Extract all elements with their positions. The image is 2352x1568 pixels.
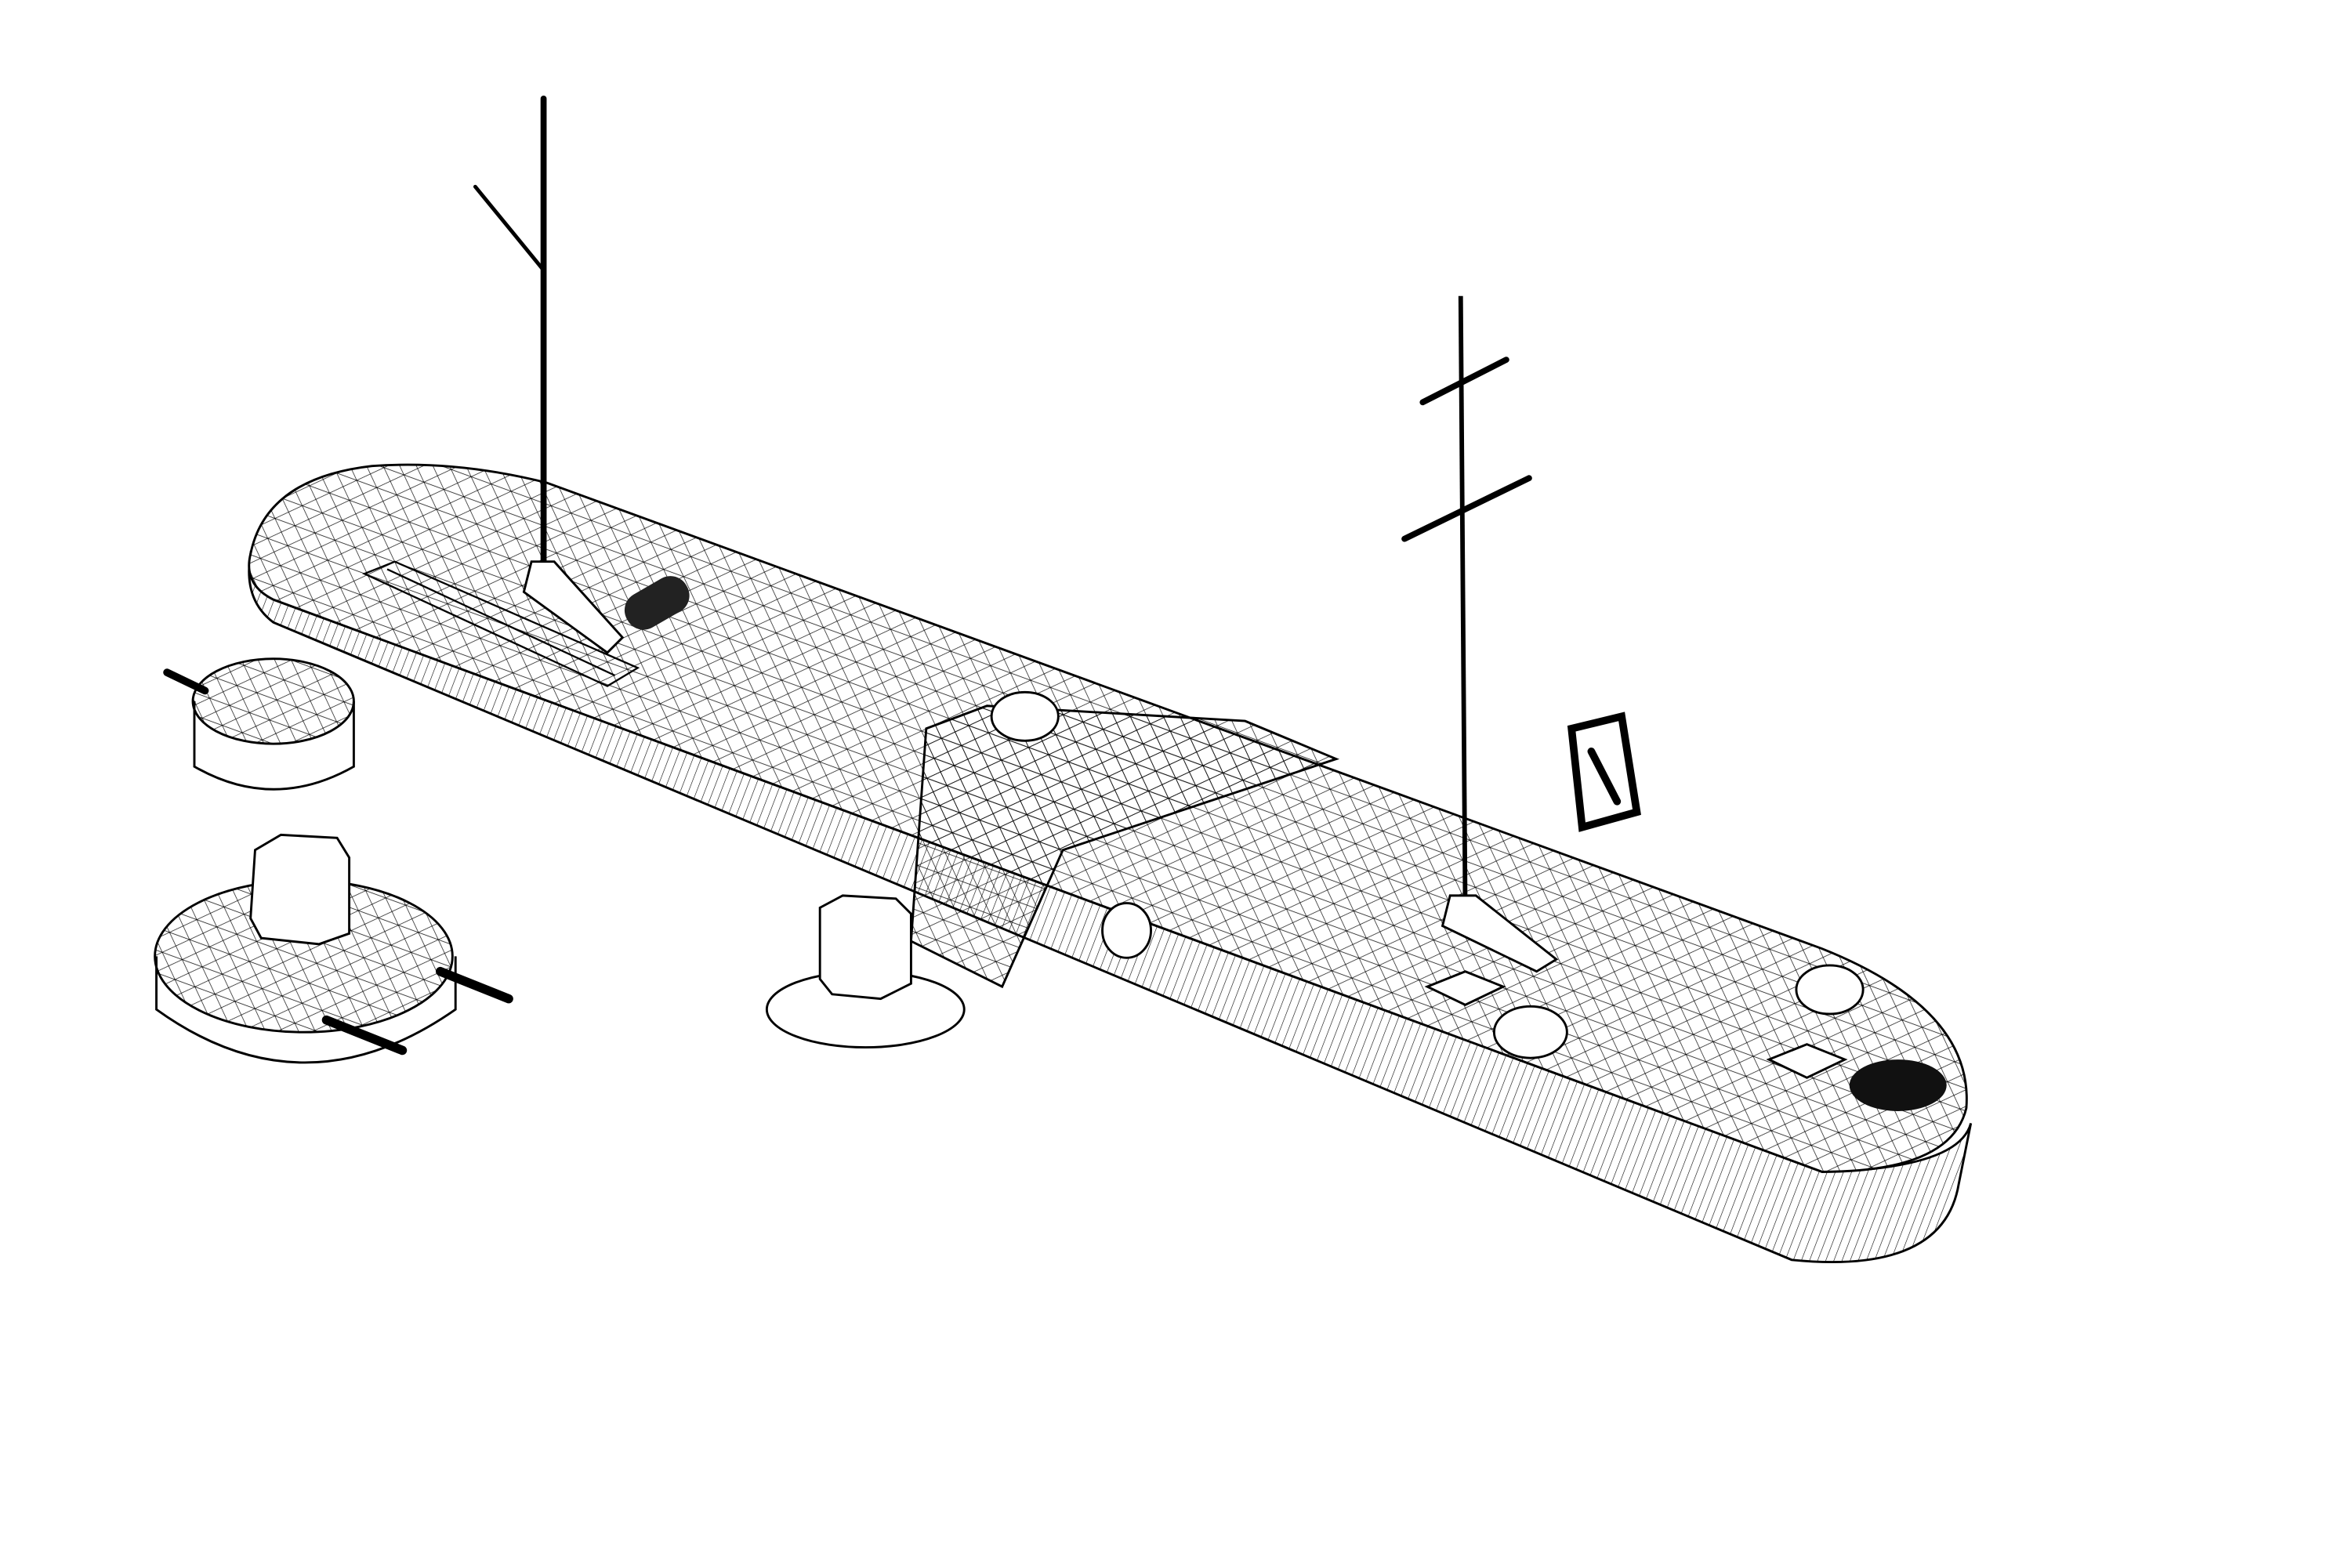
turret-large [154, 833, 513, 1064]
hull [248, 463, 1973, 1263]
fore-mast-lower-yard [1401, 475, 1532, 542]
deck-hatch [1424, 970, 1506, 1006]
turret-tower [818, 894, 912, 1001]
turret-small [765, 894, 966, 1049]
fore-mast [1458, 295, 1468, 911]
anchor-coil [1849, 1059, 1947, 1111]
deck-fittings [990, 690, 1947, 1111]
turret-left [163, 657, 355, 791]
fore-mast-base [1441, 894, 1559, 973]
deck-turret-bow [1795, 964, 1865, 1016]
hull-side [248, 550, 1973, 1263]
searchlight [1101, 902, 1152, 959]
deck-turret-mid [990, 690, 1060, 742]
aft-mast-spar [473, 184, 546, 273]
deck-hatch [1766, 1043, 1848, 1079]
turret-gun-barrel [436, 966, 513, 1004]
turret-gun-barrel [163, 668, 209, 695]
turret-gun-barrel [321, 1015, 408, 1056]
fore-mast-upper-yard [1419, 357, 1509, 406]
deck-turret-fore [1492, 1005, 1568, 1059]
turret-tower [249, 833, 351, 946]
stand-cage [1567, 712, 1641, 832]
masts [473, 96, 1559, 973]
aft-mast-base [522, 560, 625, 654]
capstan-drum [624, 576, 690, 630]
deck-ladder [362, 560, 640, 687]
